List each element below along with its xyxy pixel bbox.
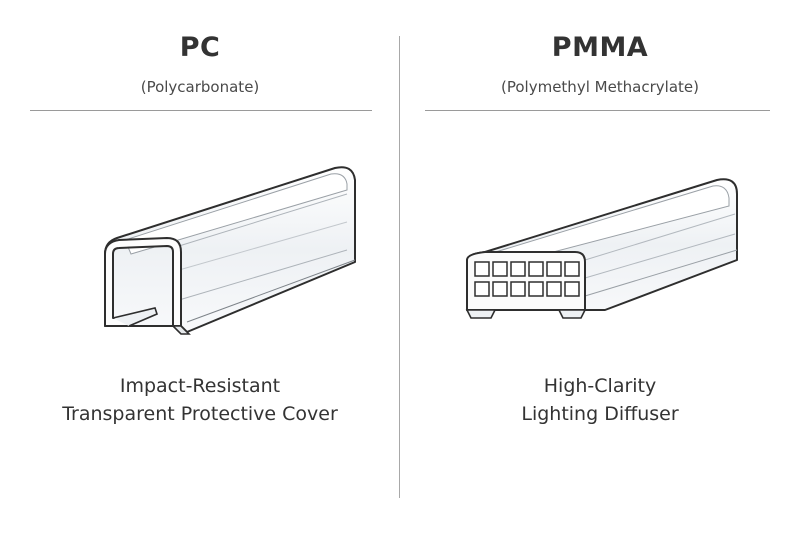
pmma-caption-line1: High-Clarity: [543, 375, 657, 397]
pmma-subtitle: (Polymethyl Methacrylate): [501, 78, 699, 96]
pc-subtitle: (Polycarbonate): [140, 78, 260, 96]
pc-panel: PC (Polycarbonate): [0, 32, 400, 428]
u-channel-cover-profile-icon: [95, 150, 365, 354]
pmma-panel: PMMA (Polymethyl Methacrylate): [400, 0, 800, 533]
pc-title: PC: [179, 32, 221, 63]
pc-caption: Impact-Resistant Transparent Protective …: [0, 372, 400, 428]
pc-caption-line1: Impact-Resistant: [119, 375, 281, 397]
pmma-title: PMMA: [551, 32, 649, 63]
multi-cell-diffuser-profile-icon: [455, 150, 755, 354]
pmma-caption: High-Clarity Lighting Diffuser: [400, 372, 800, 428]
center-divider: [399, 36, 400, 498]
pmma-caption-line2: Lighting Diffuser: [521, 403, 679, 425]
pmma-title-rule: [425, 110, 770, 111]
pc-title-rule: [30, 110, 372, 111]
pc-caption-line2: Transparent Protective Cover: [62, 403, 338, 425]
